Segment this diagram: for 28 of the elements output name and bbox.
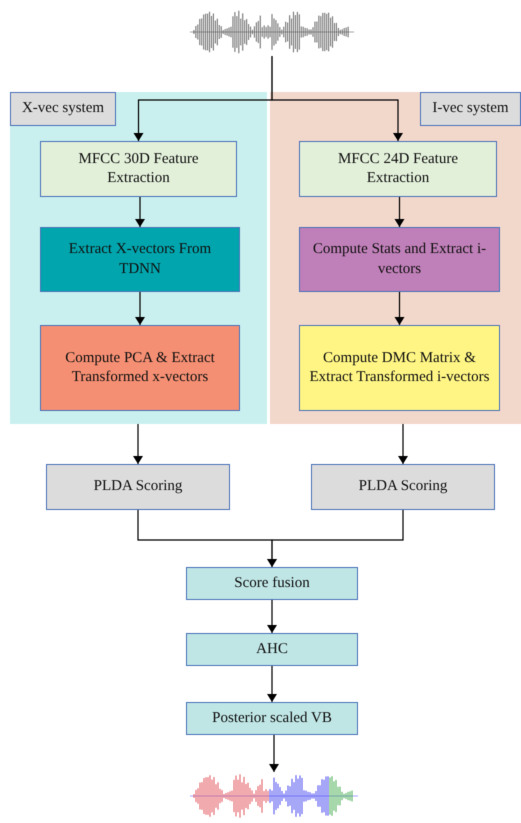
arrow bbox=[394, 197, 404, 227]
process-box: Compute DMC Matrix & Extract Transformed i-vectors bbox=[299, 325, 500, 411]
arrow bbox=[267, 600, 277, 633]
process-box: MFCC 30D Feature Extraction bbox=[40, 141, 237, 197]
arrow bbox=[398, 424, 408, 464]
arrow bbox=[135, 197, 145, 227]
process-box: PLDA Scoring bbox=[311, 464, 495, 510]
waveform-drawing bbox=[190, 8, 354, 56]
system-label-box: X-vec system bbox=[10, 92, 116, 126]
process-box: AHC bbox=[186, 633, 358, 666]
arrow bbox=[267, 510, 404, 567]
waveform-drawing bbox=[190, 772, 358, 820]
process-box: Compute Stats and Extract i-vectors bbox=[299, 227, 500, 292]
arrow bbox=[269, 735, 279, 772]
process-box: Score fusion bbox=[186, 567, 358, 600]
process-box: Posterior scaled VB bbox=[186, 702, 358, 735]
process-box: Extract X-vectors From TDNN bbox=[40, 227, 240, 292]
arrow bbox=[271, 56, 403, 141]
arrow bbox=[133, 424, 143, 464]
panel-background bbox=[270, 92, 521, 424]
arrow bbox=[135, 292, 145, 325]
arrow bbox=[267, 666, 277, 702]
process-box: MFCC 24D Feature Extraction bbox=[299, 141, 497, 197]
arrow bbox=[394, 292, 404, 325]
process-box: PLDA Scoring bbox=[46, 464, 230, 510]
panel-background bbox=[10, 92, 267, 424]
process-box: Compute PCA & Extract Transformed x-vectors bbox=[40, 325, 240, 411]
system-label-box: I-vec system bbox=[420, 92, 521, 126]
